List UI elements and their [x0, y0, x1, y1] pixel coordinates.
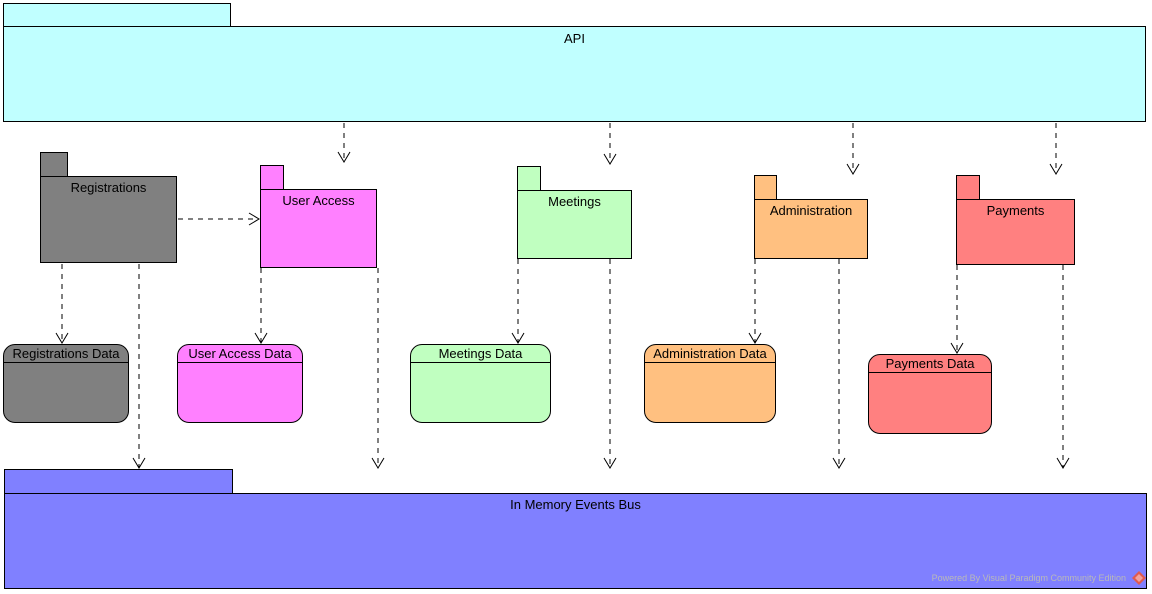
registrations-package[interactable]: Registrations [40, 176, 177, 263]
meetings-data-label: Meetings Data [411, 345, 550, 363]
meetings-package-tab [517, 166, 541, 191]
administration-package-tab [754, 175, 777, 200]
administration-data-label: Administration Data [645, 345, 775, 363]
registrations-data-label: Registrations Data [4, 345, 128, 363]
api-package[interactable]: API [3, 26, 1146, 122]
registrations-package-label: Registrations [70, 180, 147, 195]
visual-paradigm-logo-icon [1132, 571, 1146, 585]
payments-package[interactable]: Payments [956, 199, 1075, 265]
user-access-package[interactable]: User Access [260, 189, 377, 268]
events-bus-package-label: In Memory Events Bus [510, 497, 641, 512]
meetings-package[interactable]: Meetings [517, 190, 632, 259]
payments-package-tab [956, 175, 980, 200]
meetings-data-store[interactable]: Meetings Data [410, 344, 551, 423]
payments-package-label: Payments [986, 203, 1045, 218]
registrations-package-tab [40, 152, 68, 177]
payments-data-store[interactable]: Payments Data [868, 354, 992, 434]
bus-package-tab [4, 469, 233, 494]
user-access-package-tab [260, 165, 284, 190]
user-access-package-label: User Access [282, 193, 355, 208]
payments-data-label: Payments Data [869, 355, 991, 373]
registrations-data-store[interactable]: Registrations Data [3, 344, 129, 423]
administration-data-store[interactable]: Administration Data [644, 344, 776, 423]
administration-package-label: Administration [769, 203, 853, 218]
meetings-package-label: Meetings [548, 194, 601, 209]
user-access-data-store[interactable]: User Access Data [177, 344, 303, 423]
api-package-label: API [564, 31, 585, 46]
watermark-text: Powered By Visual Paradigm Community Edi… [931, 573, 1126, 583]
user-access-data-label: User Access Data [178, 345, 302, 363]
administration-package[interactable]: Administration [754, 199, 868, 259]
events-bus-package[interactable]: In Memory Events Bus [4, 493, 1147, 589]
api-package-tab [3, 3, 231, 27]
